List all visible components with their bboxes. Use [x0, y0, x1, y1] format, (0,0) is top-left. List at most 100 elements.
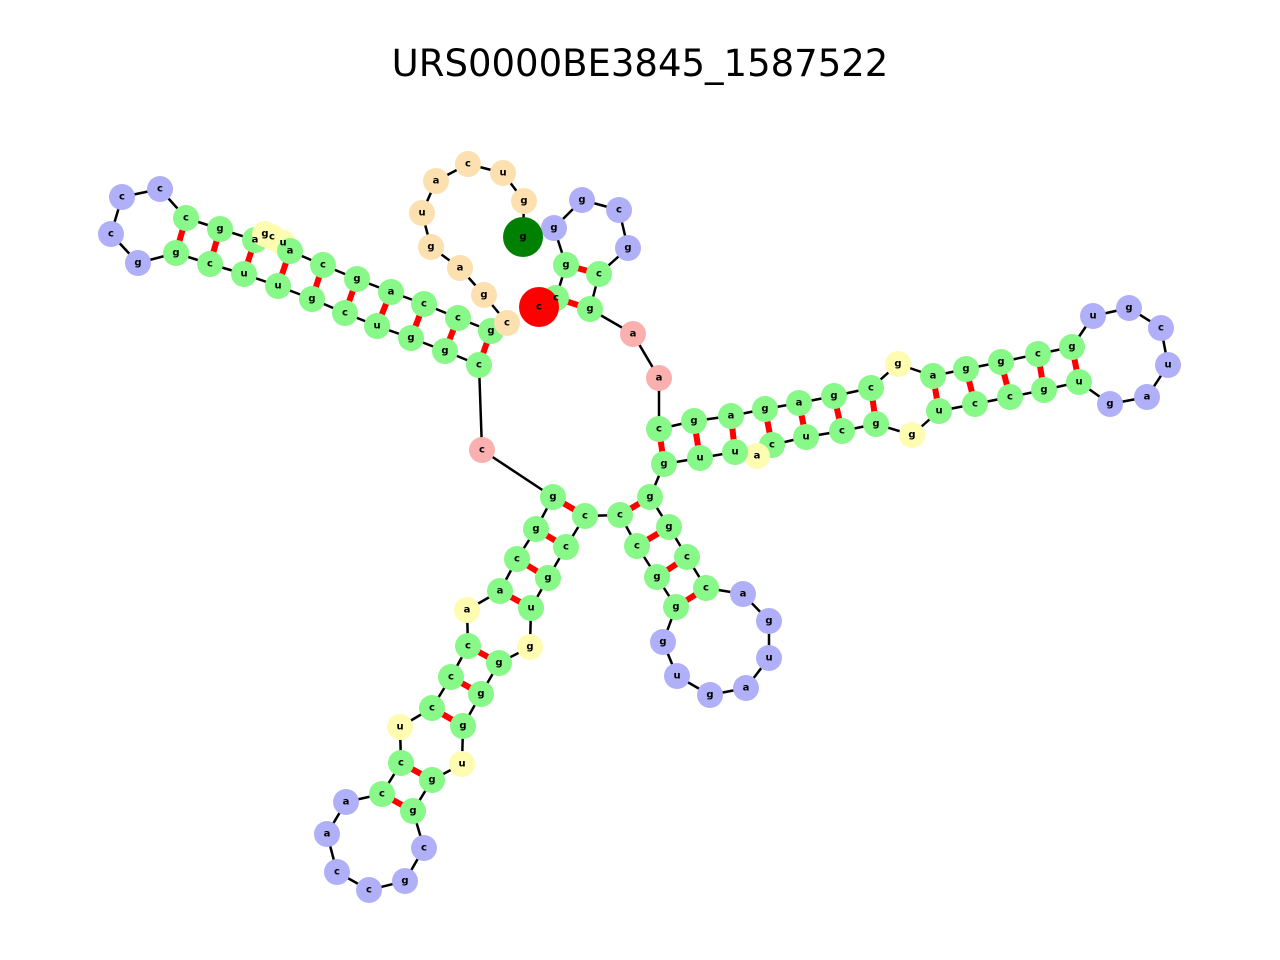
- nucleotide-label: c: [617, 510, 623, 521]
- nucleotide-label: g: [441, 346, 448, 357]
- nucleotide-stem-20: [953, 356, 979, 382]
- nucleotide-hairpin-49: [756, 608, 782, 634]
- nucleotide-stem-42: [687, 445, 713, 471]
- nucleotide-hairpin-53: [664, 663, 690, 689]
- nucleotide-label: g: [532, 524, 539, 535]
- nucleotide-stem-44: [637, 484, 663, 510]
- nucleotide-stem-92: [332, 300, 358, 326]
- nucleotide-label: g: [894, 359, 901, 370]
- nucleotide-label: u: [802, 432, 809, 443]
- nucleotide-label: g: [908, 430, 915, 441]
- nucleotide-hairpin-26: [1148, 315, 1174, 341]
- nucleotide-label: g: [401, 876, 408, 887]
- nucleotide-label: c: [684, 552, 690, 563]
- nucleotide-label: g: [459, 721, 466, 732]
- nucleotide-label: a: [324, 829, 331, 840]
- nucleotide-label: c: [269, 232, 275, 243]
- nucleotide-label: u: [696, 453, 703, 464]
- nucleotide-label: a: [388, 287, 395, 298]
- nucleotide-three_prime_tail-120: [423, 168, 449, 194]
- nucleotide-label: g: [690, 416, 697, 427]
- nucleotide-stem-30: [1066, 369, 1092, 395]
- nucleotide-label: c: [448, 672, 454, 683]
- nucleotide-stem-80: [438, 664, 464, 690]
- nucleotide-stem-88: [466, 352, 492, 378]
- nucleotide-label: g: [1106, 399, 1113, 410]
- nucleotide-hairpin-29: [1097, 391, 1123, 417]
- nucleotide-hairpin-54: [650, 629, 676, 655]
- nucleotide-stem-46: [674, 544, 700, 570]
- nucleotide-label: c: [421, 299, 427, 310]
- nucleotide-label: g: [562, 260, 569, 271]
- nucleotide-label: c: [119, 192, 125, 203]
- nucleotide-label: g: [526, 642, 533, 653]
- nucleotide-hairpin-50: [756, 645, 782, 671]
- nucleotide-stem-32: [997, 384, 1023, 410]
- nucleotide-label: u: [373, 321, 380, 332]
- nucleotide-label: c: [479, 445, 485, 456]
- nucleotide-label: c: [320, 260, 326, 271]
- nucleotide-interior-18: [885, 351, 911, 377]
- nucleotide-three_prime_tail-116: [471, 282, 497, 308]
- nucleotide-stem-81: [455, 633, 481, 659]
- nucleotide-label: a: [343, 797, 350, 808]
- nucleotide-label: g: [624, 243, 631, 254]
- nucleotide-label: u: [673, 671, 680, 682]
- nucleotide-label: g: [962, 364, 969, 375]
- nucleotide-label: a: [457, 263, 464, 274]
- nucleotide-hairpin-3: [541, 215, 567, 241]
- nucleotide-stem-36: [863, 411, 889, 437]
- nucleotide-stem-84: [504, 546, 530, 572]
- nucleotide-label: a: [656, 373, 663, 384]
- nucleotide-label: g: [1068, 342, 1075, 353]
- nucleotide-label: g: [495, 658, 502, 669]
- nucleotide-hairpin-27: [1155, 352, 1181, 378]
- nucleotide-stem-102: [173, 205, 199, 231]
- nucleotide-label: a: [630, 329, 637, 340]
- nucleotide-label: c: [183, 213, 189, 224]
- nucleotide-label: a: [796, 398, 803, 409]
- nucleotide-label: c: [769, 440, 775, 451]
- nucleotide-label: g: [1125, 303, 1132, 314]
- backbone-edge: [481, 448, 554, 499]
- nucleotide-stem-15: [786, 390, 812, 416]
- nucleotide-hairpin-52: [697, 682, 723, 708]
- nucleotide-label: c: [1035, 349, 1041, 360]
- nucleotide-label: c: [563, 542, 569, 553]
- nucleotide-stem-2: [553, 252, 579, 278]
- nucleotide-label: g: [646, 492, 653, 503]
- nucleotide-label: g: [487, 326, 494, 337]
- nucleotide-label: u: [935, 406, 942, 417]
- nucleotide-three_prime_tail-119: [409, 200, 435, 226]
- nucleotide-stem-79: [419, 695, 445, 721]
- nucleotide-label: c: [455, 313, 461, 324]
- nucleotide-label: c: [421, 843, 427, 854]
- nucleotide-stem-47: [693, 575, 719, 601]
- nucleotide-stem-86: [540, 484, 566, 510]
- nucleotide-stem-103: [207, 216, 233, 242]
- nucleotide-hairpin-99: [98, 221, 124, 247]
- nucleotide-interior-40: [744, 443, 770, 469]
- nucleotide-stem-62: [518, 595, 544, 621]
- nucleotide-hairpin-4: [569, 187, 595, 213]
- nucleotide-stem-11: [646, 416, 672, 442]
- nucleotide-interior-35: [899, 422, 925, 448]
- nucleotide-stem-69: [400, 798, 426, 824]
- nucleotide-label: g: [660, 459, 667, 470]
- nucleotide-label: c: [476, 360, 482, 371]
- nucleotide-stem-19: [920, 363, 946, 389]
- nucleotide-stem-14: [752, 396, 778, 422]
- nucleotide-label: u: [240, 269, 247, 280]
- nucleotide-label: c: [536, 302, 542, 313]
- nucleotide-label: g: [409, 806, 416, 817]
- nucleotide-label: g: [477, 689, 484, 700]
- nucleotide-label: g: [706, 690, 713, 701]
- nucleotide-label: u: [458, 759, 465, 770]
- nucleotide-three_prime_tail-123: [511, 188, 537, 214]
- nucleotide-stem-59: [572, 503, 598, 529]
- nucleotide-start-0: [519, 287, 559, 327]
- nucleotide-label: g: [550, 223, 557, 234]
- nucleotide-circles: [98, 151, 1181, 903]
- nucleotide-label: g: [261, 229, 268, 240]
